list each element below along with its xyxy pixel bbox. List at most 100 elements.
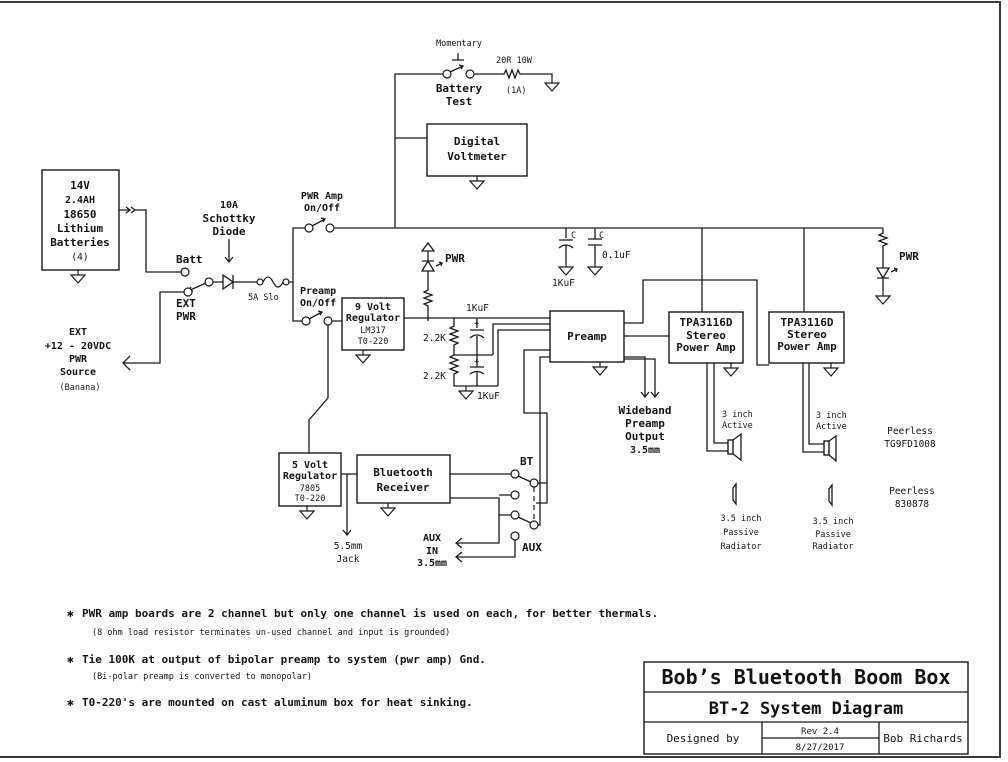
ext-pwr-label: PWR xyxy=(176,310,196,323)
test-resistor-value: 20R 10W xyxy=(496,56,533,66)
svg-text:7805: 7805 xyxy=(300,484,320,494)
battery-count-label: (4) xyxy=(71,252,88,263)
svg-text:3.5 inch: 3.5 inch xyxy=(721,514,762,524)
svg-text:Passive: Passive xyxy=(815,530,851,540)
source-switch-common xyxy=(204,277,214,287)
drawing-title: BT-2 System Diagram xyxy=(709,699,903,719)
radiator-brand: Peerless xyxy=(889,486,935,497)
battery-pack: 14V 2.4AH 18650 Lithium Batteries (4) xyxy=(41,169,120,284)
svg-text:Radiator: Radiator xyxy=(813,542,854,552)
selector-aux-label: AUX xyxy=(522,541,542,554)
digital-voltmeter: Digital Voltmeter xyxy=(426,123,528,177)
svg-text:TPA3116D: TPA3116D xyxy=(680,316,733,329)
project-title: Bob’s Bluetooth Boom Box xyxy=(662,665,951,689)
preamp-block: Preamp xyxy=(549,310,625,363)
speaker1-type: Active xyxy=(722,421,753,431)
diode-rating-label: 10A xyxy=(220,200,238,211)
woofer-model: TG9FD1008 xyxy=(884,439,936,450)
note-1-sub: (8 ohm load resistor terminates un-used … xyxy=(92,628,450,638)
battery-test-switch xyxy=(442,53,475,79)
note-3: T0-220's are mounted on cast aluminum bo… xyxy=(82,696,473,709)
svg-text:EXT: EXT xyxy=(69,327,87,338)
diode-type-label: Schottky xyxy=(203,212,256,225)
preamp-switch xyxy=(301,310,333,326)
battery-test-label: Battery xyxy=(436,82,483,95)
svg-text:Digital: Digital xyxy=(454,135,500,148)
svg-text:Source: Source xyxy=(60,367,96,378)
note-bullet: ✱ xyxy=(67,653,74,666)
pwr-led-label-left: PWR xyxy=(445,252,465,265)
5v-regulator: 5 Volt Regulator 7805 T0-220 xyxy=(278,452,342,507)
diode-pointer-arrow xyxy=(224,239,234,264)
dc-jack-label: Jack xyxy=(337,554,360,565)
selector-bt-label: BT xyxy=(520,455,534,468)
svg-text:T0-220: T0-220 xyxy=(295,494,326,504)
test-resistor-current: (1A) xyxy=(506,86,526,96)
pwr-amp-onoff-label: On/Off xyxy=(304,203,340,214)
cap1-value: 1KuF xyxy=(552,278,575,289)
svg-text:Regulator: Regulator xyxy=(283,471,337,482)
note-1: PWR amp boards are 2 channel but only on… xyxy=(82,607,658,620)
ext-label: EXT xyxy=(176,297,196,310)
note-bullet: ✱ xyxy=(67,607,74,620)
svg-text:Bluetooth: Bluetooth xyxy=(373,466,433,479)
fuse xyxy=(256,276,290,288)
ground-symbol xyxy=(380,502,396,517)
svg-text:IN: IN xyxy=(426,546,438,557)
title-block: Bob’s Bluetooth Boom Box BT-2 System Dia… xyxy=(643,661,969,755)
speaker2-type: Active xyxy=(816,422,847,432)
test-load-resistor xyxy=(474,68,553,80)
battery-noun-label: Batteries xyxy=(50,236,110,249)
designed-by-label: Designed by xyxy=(667,732,740,745)
cap2-tag: C xyxy=(599,231,604,241)
revision-label: Rev 2.4 xyxy=(801,727,839,737)
svg-text:3.5mm: 3.5mm xyxy=(630,445,660,456)
power-led-rail xyxy=(875,228,898,305)
svg-text:Preamp: Preamp xyxy=(567,330,607,343)
svg-text:+12 - 20VDC: +12 - 20VDC xyxy=(45,341,111,352)
preamp-onoff-label: On/Off xyxy=(300,298,336,309)
svg-text:(Banana): (Banana) xyxy=(60,383,101,393)
schottky-diode xyxy=(213,273,257,291)
resistor-r2-value: 2.2K xyxy=(423,371,446,382)
svg-text:9 Volt: 9 Volt xyxy=(355,302,391,313)
passive-radiator-2 xyxy=(828,483,833,507)
ground-symbol xyxy=(592,361,608,376)
note-2-sub: (Bi-polar preamp is converted to monopol… xyxy=(92,672,312,682)
svg-text:LM317: LM317 xyxy=(360,326,386,336)
battery-test-label-2: Test xyxy=(446,95,473,108)
svg-text:Stereo: Stereo xyxy=(686,329,726,342)
pwr-amp-switch-label: PWR Amp xyxy=(301,191,343,202)
ground-symbol xyxy=(355,349,371,364)
svg-text:3.5mm: 3.5mm xyxy=(417,558,447,569)
bypass-capacitor-01uf xyxy=(587,228,603,276)
battery-voltage-label: 14V xyxy=(70,179,90,192)
svg-text:Voltmeter: Voltmeter xyxy=(447,150,507,163)
date-label: 8/27/2017 xyxy=(796,743,845,753)
svg-text:Power Amp: Power Amp xyxy=(676,341,736,354)
svg-text:Output: Output xyxy=(625,430,665,443)
bias-divider-network xyxy=(448,318,498,400)
svg-text:T0-220: T0-220 xyxy=(358,337,389,347)
batt-terminal xyxy=(180,267,190,277)
cap-c2-value: 1KuF xyxy=(477,391,500,402)
svg-text:Stereo: Stereo xyxy=(787,328,827,341)
ground-symbol xyxy=(823,362,839,377)
pwr-led-label-right: PWR xyxy=(899,250,919,263)
resistor-r1-value: 2.2K xyxy=(423,333,446,344)
svg-text:Power Amp: Power Amp xyxy=(777,340,837,353)
bluetooth-receiver: Bluetooth Receiver xyxy=(356,454,451,504)
cap-polarity: + xyxy=(474,319,479,329)
cap1-tag: C xyxy=(571,231,576,241)
note-2: Tie 100K at output of bipolar preamp to … xyxy=(82,653,486,666)
svg-text:Radiator: Radiator xyxy=(721,542,762,552)
speaker1-size: 3 inch xyxy=(722,410,753,420)
ground-symbol xyxy=(723,362,739,377)
woofer-brand: Peerless xyxy=(887,426,933,437)
aux-in-label: AUX xyxy=(423,533,441,544)
input-selector-switch xyxy=(450,469,547,541)
svg-text:TPA3116D: TPA3116D xyxy=(781,316,834,329)
momentary-label: Momentary xyxy=(436,39,482,49)
svg-text:Passive: Passive xyxy=(723,528,759,538)
